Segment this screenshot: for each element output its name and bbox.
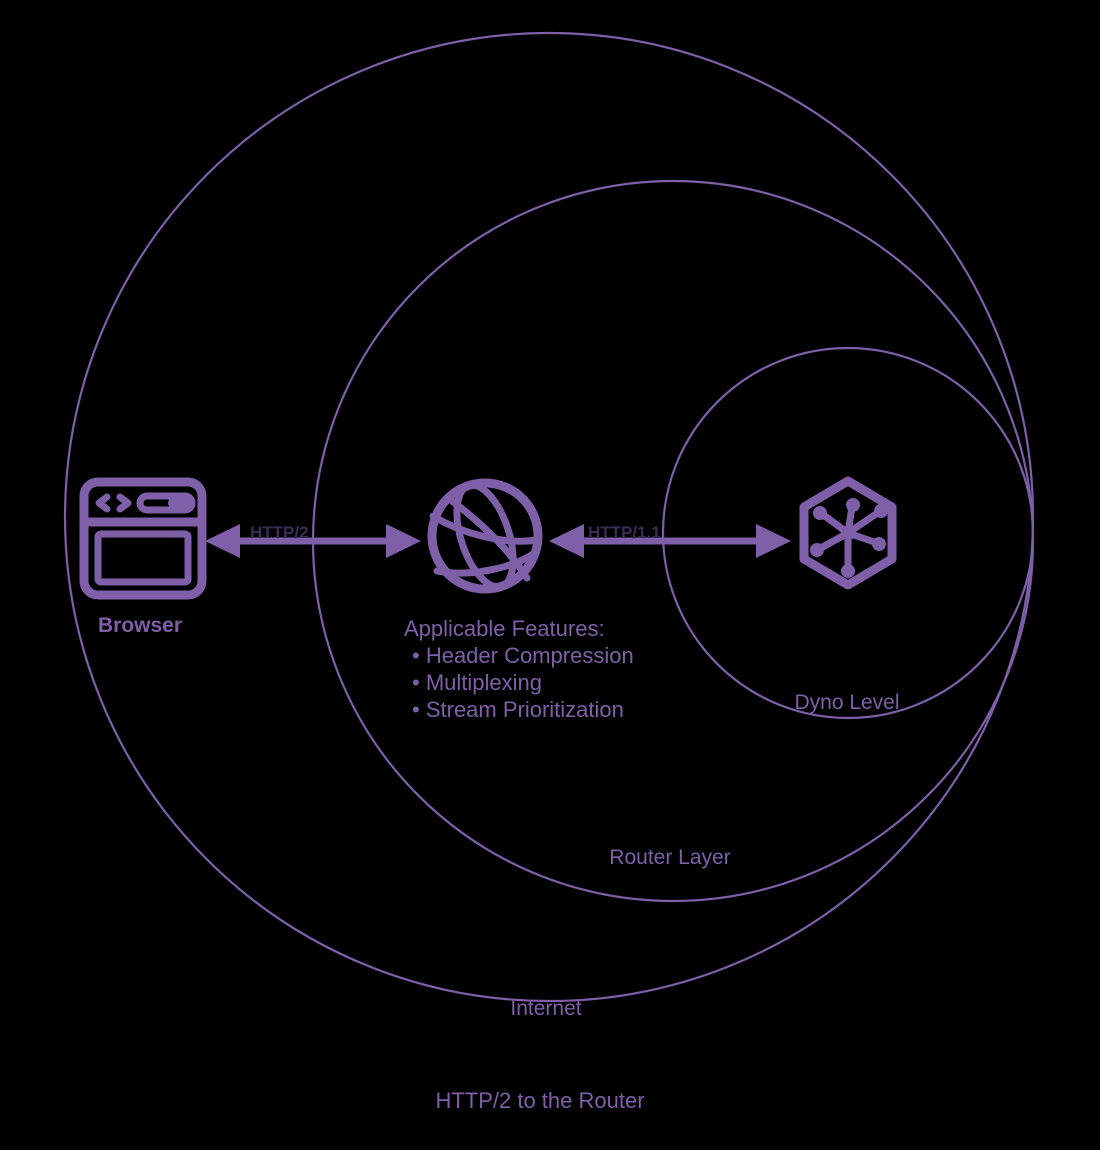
applicable-features-block: Applicable Features: • Header Compressio… bbox=[404, 616, 634, 722]
globe-icon bbox=[427, 478, 543, 594]
features-item-0: • Header Compression bbox=[412, 643, 634, 668]
features-heading: Applicable Features: bbox=[404, 616, 605, 641]
ring-label-internet: Internet bbox=[510, 997, 581, 1020]
edge-router-dyno-arrowhead-left bbox=[549, 524, 584, 558]
features-bullet-1: • bbox=[412, 670, 426, 695]
edge-router-dyno: HTTP/1.1 bbox=[549, 523, 791, 558]
features-item-1: • Multiplexing bbox=[412, 670, 542, 695]
ring-label-router-layer: Router Layer bbox=[609, 846, 730, 869]
features-bullet-0: • bbox=[412, 643, 426, 668]
features-bullet-2: • bbox=[412, 697, 426, 722]
node-label-browser: Browser bbox=[98, 614, 182, 637]
edge-label-http2: HTTP/2 bbox=[250, 523, 309, 542]
hub-spokes bbox=[810, 498, 888, 578]
edge-browser-router-arrowhead-left bbox=[205, 524, 240, 558]
hexagon-node-icon bbox=[799, 476, 897, 590]
node-router[interactable] bbox=[427, 478, 543, 594]
diagram-caption: HTTP/2 to the Router bbox=[435, 1088, 644, 1113]
ring-label-dyno-level: Dyno Level bbox=[794, 691, 899, 714]
features-item-2: • Stream Prioritization bbox=[412, 697, 624, 722]
node-dyno[interactable] bbox=[799, 476, 897, 590]
edge-browser-router-arrowhead-right bbox=[386, 524, 421, 558]
features-item-text-2: Stream Prioritization bbox=[426, 697, 624, 722]
edge-router-dyno-arrowhead-right bbox=[756, 524, 791, 558]
ring-dyno-level bbox=[661, 346, 1035, 720]
node-browser[interactable]: Browser bbox=[79, 477, 207, 637]
features-item-text-1: Multiplexing bbox=[426, 670, 542, 695]
edge-browser-router: HTTP/2 bbox=[205, 523, 421, 558]
edge-label-http11: HTTP/1.1 bbox=[588, 523, 661, 542]
features-item-text-0: Header Compression bbox=[426, 643, 634, 668]
browser-window-icon bbox=[79, 477, 207, 600]
